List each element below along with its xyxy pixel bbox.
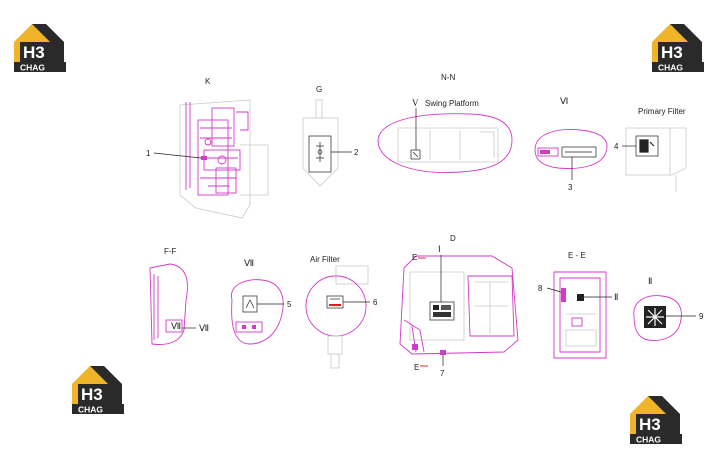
callout-4: 4 <box>614 142 619 151</box>
roman-vii-inner: Ⅶ <box>171 321 181 331</box>
swing-platform-label: Swing Platform <box>425 99 479 108</box>
view-ii-title: Ⅱ <box>648 276 652 286</box>
logo-mark: H3 <box>639 415 661 434</box>
view-ee-title: E - E <box>568 251 586 260</box>
logo-mark: H3 <box>661 43 683 62</box>
roman-ii-ref: Ⅱ <box>614 292 618 302</box>
logo-h3-chag-top-right: H3 CHAG <box>648 20 706 72</box>
view-k-title: K <box>205 77 211 86</box>
view-d-title: D <box>450 234 456 243</box>
e-section-mark-top: E <box>412 253 417 262</box>
view-ff: F-F Ⅶ Ⅶ <box>149 247 209 345</box>
view-nn-title: N-N <box>441 73 455 82</box>
callout-1: 1 <box>146 149 151 158</box>
view-ee: E - E 8 Ⅱ <box>538 251 618 359</box>
callout-3: 3 <box>568 183 573 192</box>
view-air-filter: Air Filter 6 <box>305 255 378 369</box>
decal-5-marker <box>242 295 258 313</box>
callout-7: 7 <box>440 369 445 378</box>
logo-h3-chag-top-left: H3 CHAG <box>10 20 68 72</box>
decal-8-marker <box>561 288 566 302</box>
logo-h3-chag-bottom-right: H3 CHAG <box>626 392 684 444</box>
view-nn: N-N V Swing Platform <box>377 73 513 173</box>
view-ii: Ⅱ 9 <box>633 276 704 341</box>
roman-i-mark: Ⅰ <box>438 244 441 254</box>
callout-8: 8 <box>538 284 543 293</box>
callout-2: 2 <box>354 148 359 157</box>
logo-mark: H3 <box>23 43 45 62</box>
view-primary-filter: Primary Filter 4 <box>614 107 687 192</box>
e-section-mark-bottom: E <box>414 363 419 372</box>
logo-word: CHAG <box>636 435 661 445</box>
view-vi-title: Ⅵ <box>560 96 568 106</box>
view-vi: Ⅵ 3 <box>534 96 608 192</box>
decal-cluster-d <box>429 301 455 321</box>
logo-mark: H3 <box>81 385 103 404</box>
view-ff-title: F-F <box>164 247 177 256</box>
logo-word: CHAG <box>78 405 103 415</box>
logo-h3-chag-bottom-left: H3 CHAG <box>68 362 126 414</box>
decal-6-marker <box>326 295 344 309</box>
decal-ii-marker <box>577 294 584 301</box>
view-vii-title: Ⅶ <box>244 258 254 268</box>
callout-6: 6 <box>373 298 378 307</box>
roman-v-label: V <box>412 98 419 108</box>
decal-3-marker <box>561 146 597 158</box>
logo-word: CHAG <box>658 63 683 73</box>
callout-9: 9 <box>699 312 704 321</box>
view-vii: Ⅶ 5 <box>231 258 292 345</box>
view-g-title: G <box>316 85 322 94</box>
logo-word: CHAG <box>20 63 45 73</box>
roman-vii-ref: Ⅶ <box>199 323 209 333</box>
primary-filter-title: Primary Filter <box>638 107 686 116</box>
view-k: K 1 <box>146 77 269 219</box>
view-d-cab: D E Ⅰ E 7 <box>399 234 519 378</box>
callout-5: 5 <box>287 300 292 309</box>
air-filter-title: Air Filter <box>310 255 340 264</box>
decal-1-marker <box>201 156 207 160</box>
view-g: G 2 <box>302 85 359 187</box>
